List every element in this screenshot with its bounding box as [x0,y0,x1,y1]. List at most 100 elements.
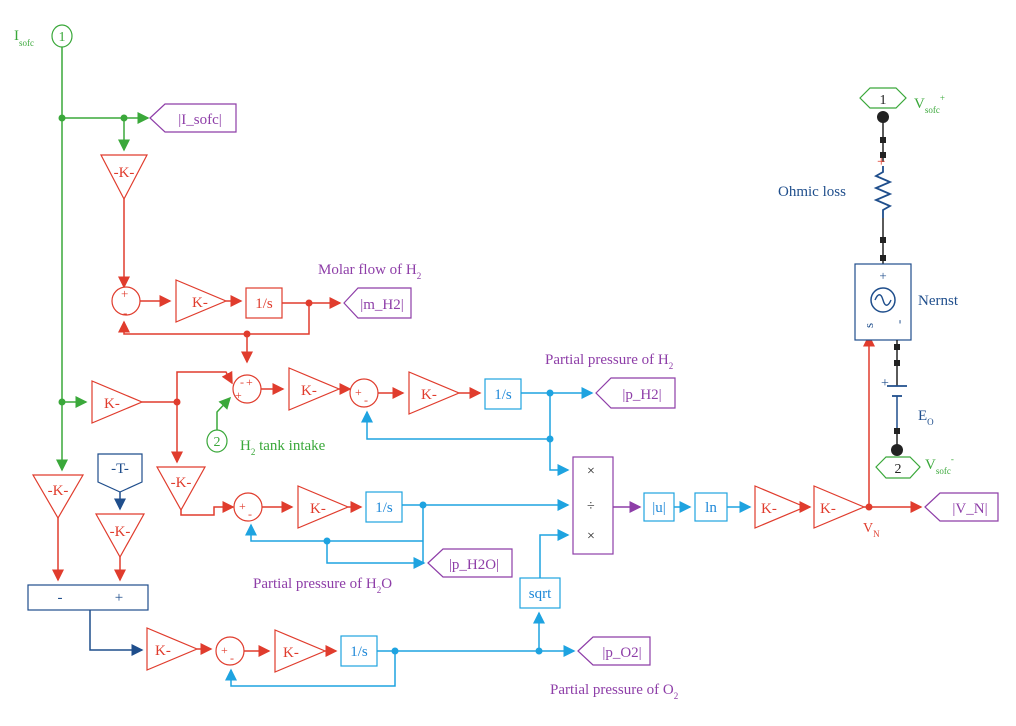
svg-text:K-: K- [310,501,326,517]
sum-h2[interactable]: - + + [232,374,262,404]
gain-h2-in[interactable]: K- [91,380,144,424]
svg-text:-: - [364,393,368,407]
pp-o2-label: Partial pressure of O2 [550,682,678,701]
svg-text:-: - [248,507,252,521]
svg-text:K-: K- [820,501,836,517]
svg-text:+: + [355,385,362,399]
integrator-h2o[interactable]: 1/s [365,491,403,523]
sum-molar[interactable]: + - [111,286,141,320]
tag-p-h2[interactable]: |p_H2| [595,377,676,409]
tag-p-h2o[interactable]: |p_H2O| [427,548,513,578]
v-sofc-minus-label: Vsofc- [925,454,954,476]
integrator-o2[interactable]: 1/s [340,635,378,667]
svg-text:-K-: -K- [48,483,69,499]
sum-h2-b[interactable]: + - [349,378,379,408]
svg-text:1: 1 [880,93,887,108]
svg-text:-T-: -T- [111,461,129,477]
svg-text:+: + [246,375,253,389]
svg-text:1/s: 1/s [350,644,368,660]
pp-h2-label: Partial pressure of H2 [545,352,673,371]
svg-text:|m_H2|: |m_H2| [360,297,404,313]
gain-h2-a[interactable]: K- [288,367,341,411]
input-i-sofc[interactable]: 1 [51,24,73,48]
abs-block[interactable]: |u| [643,492,675,522]
ohmic-label: Ohmic loss [778,184,846,200]
pp-h2o-label: Partial pressure of H2O [253,576,392,595]
sum-o2[interactable]: + - [215,636,245,666]
gain-vn-a[interactable]: K- [754,485,807,529]
gain-molar[interactable]: K- [175,279,228,323]
e0-label: EO [918,408,934,427]
port-number: 1 [59,30,66,45]
gain-h2-b[interactable]: K- [408,371,461,415]
port-v-plus[interactable]: 1 [859,87,907,109]
svg-text:-: - [230,651,234,665]
svg-text:|p_H2|: |p_H2| [622,387,661,403]
svg-text:+: + [221,643,228,657]
svg-text:-K-: -K- [171,475,192,491]
svg-text:|p_O2|: |p_O2| [602,645,641,661]
battery-e0[interactable]: + [881,376,907,428]
h2-tank-label: H2 tank intake [240,438,326,457]
svg-text:-K-: -K- [110,524,131,540]
svg-text:K-: K- [104,396,120,412]
port-v-minus[interactable]: 2 [875,456,921,479]
svg-text:s: s [861,323,876,328]
input-h2-tank[interactable]: 2 [206,429,228,453]
svg-text:1/s: 1/s [494,387,512,403]
svg-text:|I_sofc|: |I_sofc| [178,112,222,128]
sum-o2-bar[interactable]: - + [27,584,149,611]
gain-o2-left[interactable]: -K- [31,474,85,520]
v-sofc-plus-label: Vsofc+ [914,93,945,115]
plus-marker: + [877,154,885,170]
svg-text:ln: ln [705,500,717,516]
svg-text:K-: K- [301,383,317,399]
svg-text:K-: K- [283,645,299,661]
svg-text:×: × [587,529,595,544]
ln-block[interactable]: ln [694,492,728,522]
gain-h2o-in[interactable]: -K- [155,466,207,512]
svg-text:2: 2 [895,462,902,477]
svg-text:|u|: |u| [652,500,666,516]
svg-text:1/s: 1/s [375,500,393,516]
integrator-molar[interactable]: 1/s [245,287,283,319]
tag-i-sofc[interactable]: |I_sofc| [149,103,237,133]
gain-o2-a[interactable]: K- [146,627,199,671]
svg-text:K-: K- [192,295,208,311]
svg-text:|V_N|: |V_N| [952,501,987,517]
svg-text:-K-: -K- [114,165,135,181]
sum-h2o[interactable]: + - [233,492,263,522]
ohmic-resistor[interactable] [873,166,893,218]
molar-flow-label: Molar flow of H2 [318,262,421,281]
svg-text:+: + [239,499,246,513]
vn-label: VN [863,521,880,539]
svg-text:-: - [891,320,906,324]
svg-text:+: + [115,590,123,606]
svg-text:-: - [58,590,63,606]
svg-text:÷: ÷ [587,499,595,514]
temperature-block[interactable]: -T- [97,453,143,493]
svg-text:×: × [587,464,595,479]
tag-v-n[interactable]: |V_N| [924,492,999,522]
svg-text:+: + [881,376,889,391]
svg-text:K-: K- [155,643,171,659]
sqrt-block[interactable]: sqrt [519,577,561,609]
svg-text:sqrt: sqrt [529,586,552,602]
nernst-label: Nernst [918,293,959,309]
gain-top[interactable]: -K- [100,154,148,201]
nernst-source[interactable]: + s - [854,263,912,341]
product-block[interactable]: × ÷ × [572,456,614,555]
gain-o2-b[interactable]: K- [274,629,327,673]
svg-text:+: + [879,268,886,283]
gain-temp[interactable]: -K- [94,513,146,559]
svg-text:-: - [123,305,127,320]
gain-h2o[interactable]: K- [297,485,350,529]
port-number: 2 [214,435,221,450]
gain-vn-b[interactable]: K- [813,485,866,529]
integrator-h2[interactable]: 1/s [484,378,522,410]
tag-p-o2[interactable]: |p_O2| [577,636,651,666]
svg-text:+: + [235,388,242,402]
tag-m-h2[interactable]: |m_H2| [343,287,412,319]
svg-text:+: + [121,286,128,301]
